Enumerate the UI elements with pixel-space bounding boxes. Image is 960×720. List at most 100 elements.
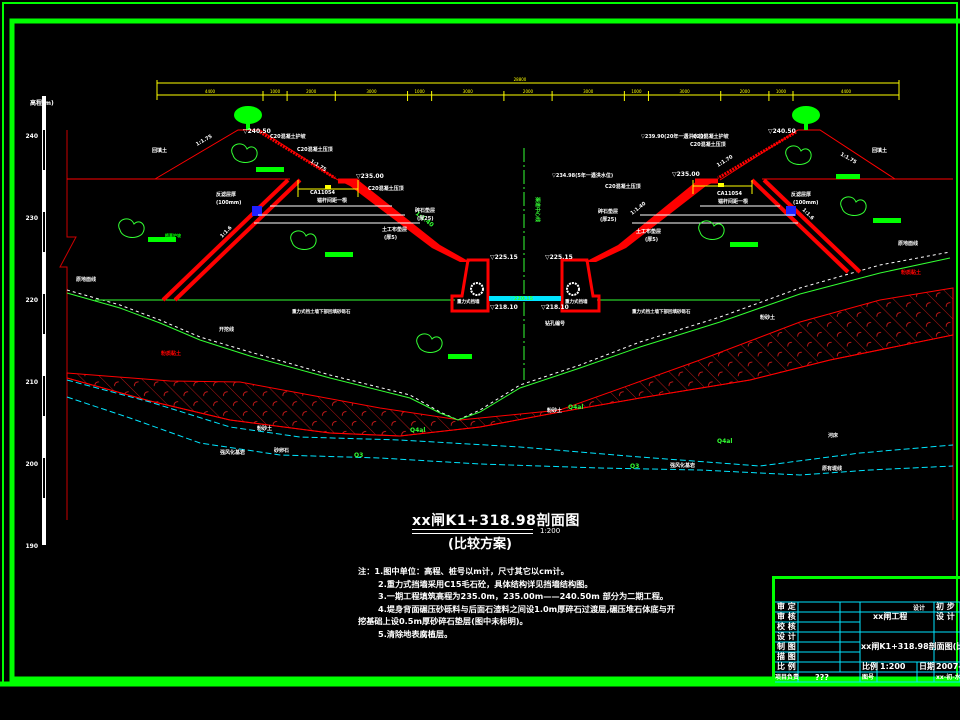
clay-label-left: 粉质黏土: [161, 350, 181, 357]
elev-right-crest: ▽240.50: [768, 128, 796, 135]
dimension-line: [156, 80, 900, 101]
bedrock-boundary: [66, 396, 954, 476]
right-toe-rubble: [566, 282, 580, 296]
q4-right: Q4al: [568, 404, 583, 411]
tb-bottom-left: ???: [815, 673, 829, 682]
slope-right-upper: 1:1.70: [716, 154, 735, 169]
annotations: ▽240.50 ▽240.50 ▽235.00 ▽235.00 ▽225.15 …: [76, 128, 921, 472]
left-boundary: [59, 130, 77, 520]
grass-right: 植草护坡: [732, 241, 749, 247]
note-item: 3.一期工程填筑高程为235.0m，235.00m——240.50m 部分为二期…: [378, 591, 669, 601]
geotextile-left: 土工布垫层: [382, 226, 407, 233]
fill-left: 回填土: [152, 147, 167, 154]
slope-right-lower: 1:1.40: [630, 201, 648, 217]
dimension-label: 1000: [776, 89, 787, 94]
axis-tick-label: 210: [25, 379, 38, 386]
geotextile-note-right: (厚5): [645, 236, 658, 243]
elev-flood-20yr: ▽239.90(20年一遇洪水位): [641, 133, 706, 140]
notes-block: 注：1.图中单位：高程、桩号以m计，尺寸其它以cm计。 2.重力式挡墙采用C15…: [358, 565, 678, 640]
tb-phase-label: 设计: [913, 605, 926, 612]
c20-slab-right: C20混凝土护坡: [693, 133, 730, 140]
elevation-axis: [42, 96, 46, 545]
gravel-thk-left: (厚25): [417, 215, 434, 222]
left-toe-rubble: [470, 282, 484, 296]
tb-label-checked: 校 核: [777, 622, 796, 631]
bedrock-label-right: 强风化基岩: [670, 462, 695, 469]
top-layer-note-left: 重力式挡土墙下部回填砂砾石: [292, 308, 351, 315]
clay-bottom-line: [66, 334, 954, 437]
dimension-label: 3000: [463, 89, 474, 94]
drain-thk-left: (100mm): [216, 200, 241, 206]
sand-label-right: 粉砂土: [547, 407, 562, 414]
anchor-note-left: 锚杆间距一根: [317, 197, 348, 204]
elev-left-berm: ▽235.00: [356, 173, 384, 180]
tb-drawing-name: xx闸K1+318.98剖面图(比较方案): [861, 642, 960, 651]
c20-slab-left: C20混凝土护坡: [270, 133, 307, 140]
existing-ground-line: [66, 251, 951, 421]
tb-label-designed: 设 计: [777, 632, 796, 641]
elev-right-toe-bottom: ▽218.10: [541, 304, 569, 311]
right-cutoff-wall-b: [762, 178, 862, 274]
slope-left-upper: 1:1.75: [309, 159, 328, 174]
axis-tick-label: 230: [25, 215, 38, 222]
anchor-right: CA11054: [717, 191, 742, 197]
right-embankment-outline: [719, 129, 896, 181]
note-item: 4.堤身背面碾压砂砾料与后面石渣料之间设1.0m厚碎石过渡层,碾压堆石体底与开: [378, 603, 675, 614]
sand-gravel-boundary: [66, 379, 954, 467]
anchor-note-right: 锚杆间距一根: [718, 198, 749, 205]
c20-cap-left-lower: C20混凝土压顶: [368, 185, 404, 192]
dimension-label: 2000: [306, 89, 317, 94]
title-block-left-border: [772, 576, 775, 684]
c20-cap-right: C20混凝土压顶: [690, 141, 726, 148]
tb-drawing-no-label: 图号: [862, 674, 875, 681]
sand-label-left: 粉砂土: [257, 425, 272, 432]
drain-layer-right: 反滤层厚: [791, 191, 811, 198]
original-bank-label: 原有堤线: [822, 465, 842, 472]
q3-label-left: Q3: [354, 452, 363, 459]
tb-drawing-no-value: xx-初-水-: [936, 674, 960, 681]
axis-unit-label: 高程(m): [30, 99, 54, 107]
title-underline: [412, 529, 533, 534]
tb-date-value: 2007-12: [936, 662, 960, 671]
dimension-label: 3000: [366, 89, 377, 94]
right-geotextile: [786, 206, 796, 216]
left-cutoff-wall-b: [173, 178, 302, 302]
tree-icon-left: [234, 106, 262, 130]
dimension-label: 2000: [523, 89, 534, 94]
shrub-icon: [118, 143, 867, 353]
grass-left: 植草护坡: [164, 232, 181, 238]
tb-label-drawn: 制 图: [777, 642, 796, 651]
axis-tick-label: 190: [25, 543, 38, 550]
right-cutoff-wall-a: [750, 178, 850, 274]
toe-wall-right: 重力式挡墙: [565, 298, 588, 305]
toe-wall-left: 重力式挡墙: [457, 298, 480, 305]
fill-right: 回填土: [872, 147, 887, 154]
left-cutoff-wall-a: [161, 178, 290, 302]
right-toe-wall: [560, 258, 601, 313]
tb-label-approved: 审 定: [777, 602, 796, 611]
tb-project-name: xx闸工程: [873, 612, 908, 621]
drawing-scale: 1:200: [540, 527, 561, 535]
axis-tick-label: 240: [25, 133, 38, 140]
fill-soil-right: 粉砂土: [760, 314, 775, 321]
left-protection-layer: [259, 130, 336, 180]
tb-scale-label: 比例: [862, 662, 878, 671]
clay-label-right: 粉质黏土: [901, 269, 921, 276]
dimension-label: 1000: [414, 89, 425, 94]
channel-water: [489, 296, 561, 301]
centerline-label: 渠道中心线: [534, 196, 541, 222]
dimension-label: 2000: [740, 89, 751, 94]
tb-phase-value-2: 设 计: [936, 612, 955, 621]
c20-cap-left: C20混凝土压顶: [297, 146, 333, 153]
left-toe-wall: [450, 258, 490, 313]
tb-label-scale-row: 比 例: [777, 662, 796, 671]
gravel-cushion-right: 碎石垫层: [598, 208, 618, 215]
elev-right-toe-top: ▽225.15: [545, 254, 573, 261]
left-anchor-dim: [297, 180, 359, 197]
dimension-total: 28800: [514, 77, 527, 82]
right-protection-layer: [717, 130, 797, 180]
dimension-label: 3000: [583, 89, 594, 94]
